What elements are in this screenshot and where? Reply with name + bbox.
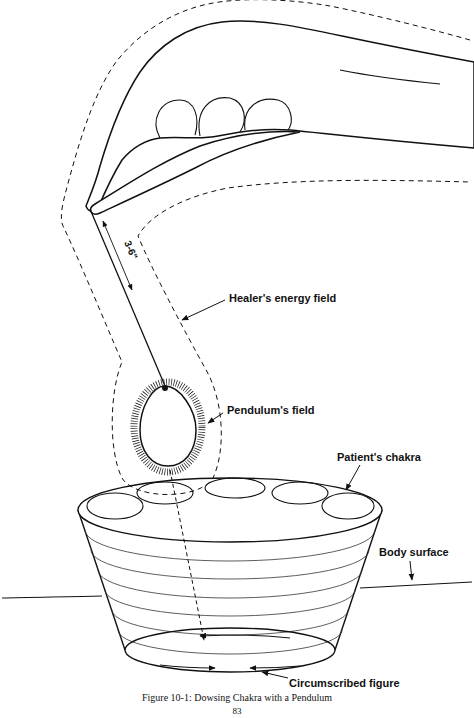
body-surface-line bbox=[2, 582, 472, 598]
dimension-label: 3-6" bbox=[121, 238, 141, 263]
part-label: Healer's energy field bbox=[228, 292, 337, 305]
part-label: Pendulum's field bbox=[226, 404, 316, 417]
projection-line bbox=[170, 470, 204, 640]
pendulum-string bbox=[90, 209, 165, 386]
leader-lines bbox=[182, 300, 412, 678]
pendulum-bead bbox=[162, 385, 168, 391]
part-label: Patient's chakra bbox=[336, 451, 422, 464]
part-label: Body surface bbox=[378, 546, 450, 559]
chakra-cone bbox=[78, 478, 382, 672]
part-label: Circumscribed figure bbox=[288, 677, 401, 690]
pendulum bbox=[140, 386, 196, 466]
hand bbox=[86, 21, 474, 214]
figure-caption: Figure 10-1: Dowsing Chakra with a Pendu… bbox=[142, 692, 332, 704]
page-number: 83 bbox=[233, 705, 242, 717]
pendulum-field bbox=[134, 382, 202, 472]
